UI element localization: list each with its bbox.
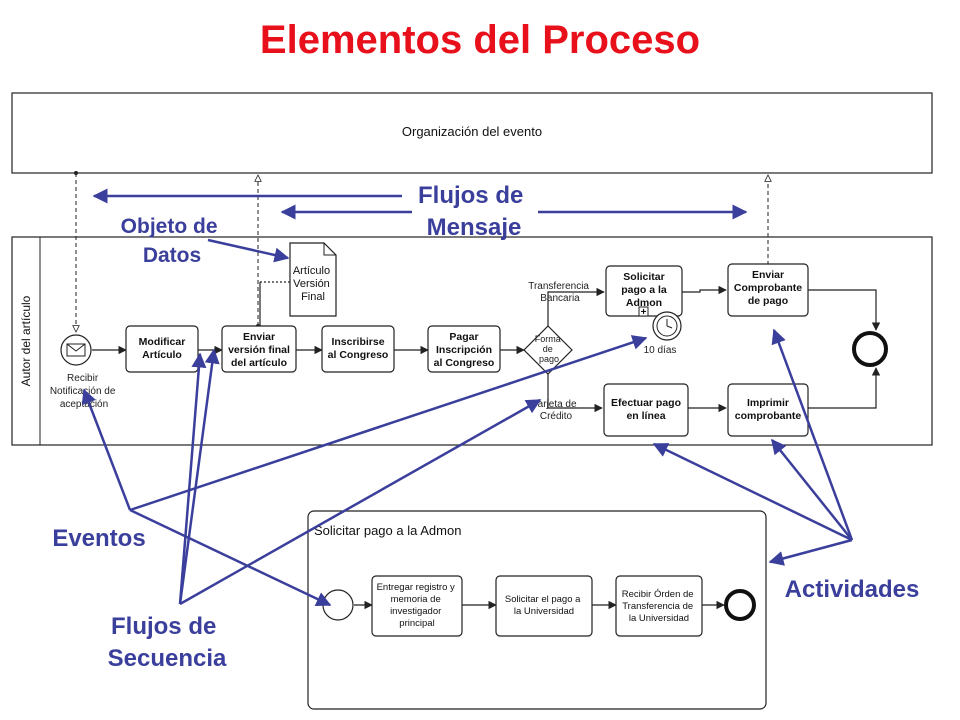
subprocess-task-1: Entregar registro y memoria de investiga… bbox=[371, 575, 463, 637]
annotation-arrows bbox=[81, 188, 854, 607]
svg-text:Artículo Versión F: Artículo Versión Final bbox=[293, 265, 333, 303]
svg-text:Recibir Órden de Trans: Recibir Órden de Transferencia de la Uni… bbox=[622, 589, 696, 624]
annotation-flujos-secuencia: Flujos de Secuencia bbox=[108, 613, 227, 672]
end-event bbox=[852, 331, 888, 367]
timer-label: 10 días bbox=[644, 345, 677, 356]
subprocess-task-2: Solicitar el pago a la Universidad bbox=[495, 575, 593, 637]
page-title: Elementos del Proceso bbox=[259, 18, 701, 62]
start-event-label-2: Notificación de bbox=[50, 386, 116, 397]
annotation-eventos: Eventos bbox=[52, 525, 145, 552]
subprocess-task-3: Recibir Órden de Transferencia de la Uni… bbox=[615, 575, 703, 637]
pool-organizacion-label: Organización del evento bbox=[402, 124, 542, 139]
svg-text:+: + bbox=[641, 307, 647, 318]
sequence-flows bbox=[92, 281, 881, 413]
gateway-label-transferencia: Transferencia Bancaria bbox=[528, 281, 592, 304]
subprocess-end-event bbox=[724, 589, 756, 621]
svg-text:Entregar registro y me: Entregar registro y memoria de investiga… bbox=[377, 582, 458, 629]
start-event-label-1: Recibir bbox=[67, 373, 99, 384]
pool-organizacion: Organización del evento bbox=[11, 92, 933, 174]
annotation-flujos-mensaje: Flujos de Mensaje bbox=[418, 182, 530, 241]
lane-label: Autor del artículo bbox=[19, 295, 33, 386]
message-flows bbox=[76, 173, 768, 332]
start-event-label-3: aceptación bbox=[60, 399, 108, 410]
gateway-label-tarjeta: Tarjeta de Crédito bbox=[533, 399, 580, 422]
data-object-articulo: Artículo Versión Final bbox=[289, 242, 337, 317]
svg-text:Forma de pago: Forma de pago bbox=[535, 334, 564, 364]
svg-text:Solicitar el pago a la: Solicitar el pago a la Universidad bbox=[505, 594, 583, 617]
annotation-objeto-datos: Objeto de Datos bbox=[121, 215, 224, 267]
annotation-actividades: Actividades bbox=[785, 576, 920, 603]
subprocess-title: Solicitar pago a la Admon bbox=[314, 523, 461, 538]
timer-event: 10 días bbox=[644, 311, 682, 356]
subprocess-solicitar-pago: Solicitar pago a la Admon Entregar regis… bbox=[307, 510, 767, 710]
gateway-forma-de-pago: Forma de pago bbox=[523, 325, 573, 375]
